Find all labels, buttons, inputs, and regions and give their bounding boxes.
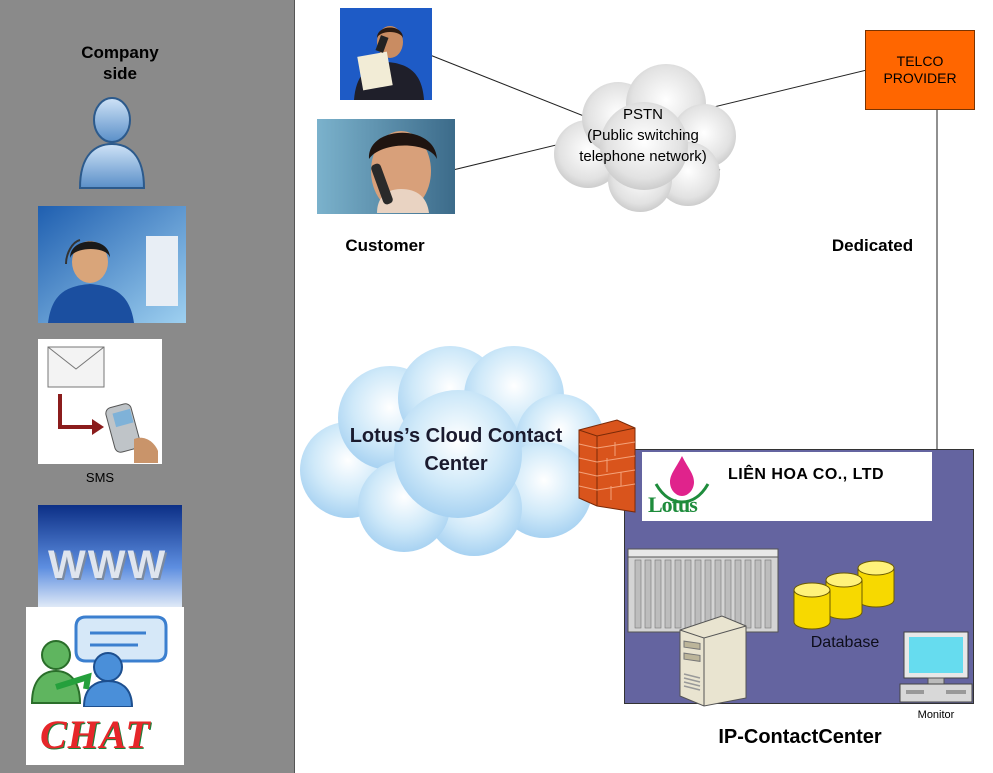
lotus-cloud-label: Lotus’s Cloud Contact Center	[349, 425, 563, 475]
www-card: WWW	[38, 505, 182, 609]
company-name: LIÊN HOA CO., LTD	[728, 466, 885, 483]
chat-illustration	[30, 615, 168, 708]
www-text: WWW	[48, 543, 168, 587]
sms-label: SMS	[85, 470, 115, 485]
server-tower-icon	[679, 615, 747, 707]
ip-contact-center-label: IP-ContactCenter	[718, 726, 882, 748]
sms-illustration	[47, 346, 158, 463]
agent-photo	[38, 206, 186, 323]
sms-card	[38, 339, 162, 464]
lotus-logo	[654, 456, 710, 504]
customer-woman-photo	[317, 119, 455, 214]
database-icon	[793, 560, 895, 630]
firewall-icon	[578, 419, 636, 513]
monitor-icon	[899, 631, 973, 703]
company-side-panel: Company side	[0, 0, 295, 773]
company-banner: Lotus LIÊN HOA CO., LTD	[642, 452, 932, 521]
chat-logo-text: CHAT	[40, 712, 151, 757]
monitor-label: Monitor	[917, 709, 955, 721]
pstn-cloud	[554, 64, 736, 212]
lotus-cloud	[300, 346, 604, 556]
lotus-logo-text: Lotus	[648, 492, 698, 517]
switch-rack-icon	[627, 548, 779, 633]
dedicated-label: Dedicated	[831, 236, 914, 255]
chat-card: CHAT	[26, 607, 184, 765]
customer-label: Customer	[345, 236, 425, 255]
company-side-title: Company side	[81, 43, 159, 83]
database-label: Database	[810, 634, 880, 651]
user-icon	[78, 97, 146, 189]
pstn-label: PSTN (Public switching telephone network…	[579, 106, 707, 165]
businessman-photo	[340, 8, 432, 100]
telco-provider-box: TELCO PROVIDER	[865, 30, 975, 110]
